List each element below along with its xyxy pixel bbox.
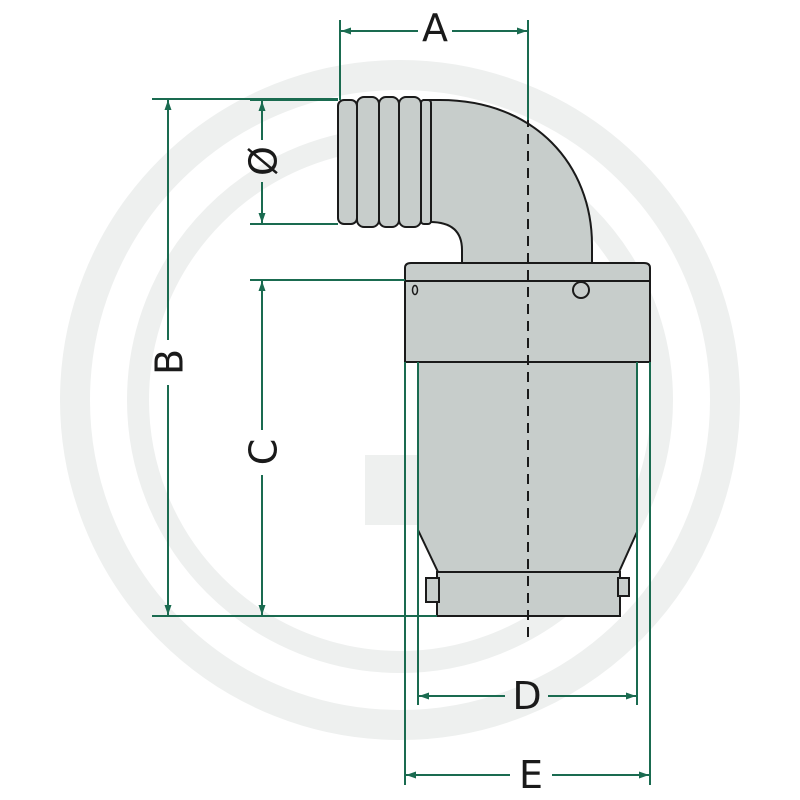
label-d: D: [512, 674, 541, 718]
label-a: A: [422, 6, 448, 50]
cap-clip-right: [617, 577, 630, 597]
label-b: B: [148, 349, 192, 375]
cap-clip-left: [425, 577, 440, 603]
label-c: C: [242, 439, 286, 466]
filter-part: [337, 96, 651, 640]
elbow-tube: [423, 99, 593, 267]
dimension-lines: [152, 20, 651, 785]
label-diameter: Ø: [242, 146, 286, 176]
bellows: [337, 96, 432, 228]
label-e: E: [519, 753, 543, 797]
housing-screw: [572, 281, 590, 299]
